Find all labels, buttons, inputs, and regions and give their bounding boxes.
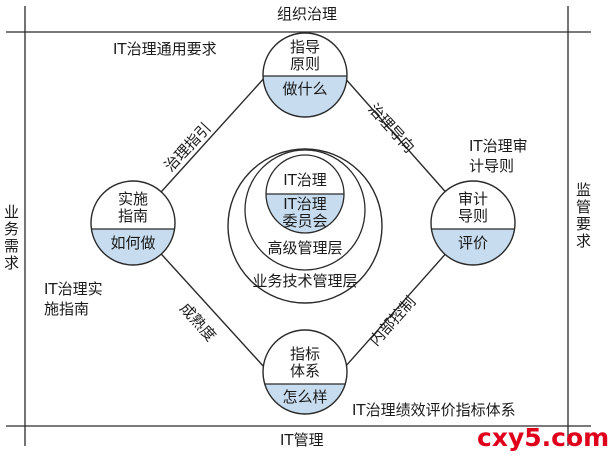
node-left-subtitle: 如何做 bbox=[110, 234, 156, 252]
node-top-title: 指导 原则 bbox=[289, 38, 320, 73]
watermark-text: cxy5.com bbox=[477, 423, 609, 452]
center-senior-label: 高级管理层 bbox=[267, 239, 343, 257]
frame-label-right: 监管要求 bbox=[575, 181, 592, 250]
node-right-subtitle: 评价 bbox=[457, 234, 488, 252]
corner-label-bottom-right: IT治理绩效评价指标体系 bbox=[352, 401, 516, 419]
node-top-subtitle: 做什么 bbox=[282, 80, 328, 98]
frame-label-top: 组织治理 bbox=[274, 6, 341, 23]
center-core-label: IT治理 bbox=[283, 171, 327, 189]
frame-lines bbox=[6, 6, 591, 446]
corner-label-top-right: IT治理审 计导则 bbox=[469, 137, 528, 175]
frame-label-left: 业务需求 bbox=[3, 203, 20, 272]
center-business-label: 业务技术管理层 bbox=[252, 272, 358, 290]
node-bottom-title: 指标 体系 bbox=[289, 345, 320, 380]
node-circle-top bbox=[262, 32, 348, 118]
node-bottom-subtitle: 怎么样 bbox=[282, 388, 328, 406]
corner-label-bottom-left: IT治理实 施指南 bbox=[44, 280, 103, 318]
node-right-title: 审计 导则 bbox=[457, 190, 488, 225]
corner-label-top-left: IT治理通用要求 bbox=[113, 40, 217, 58]
it-governance-diagram bbox=[6, 6, 591, 446]
node-left-title: 实施 指南 bbox=[117, 190, 148, 225]
center-committee-label: IT治理 委员会 bbox=[282, 195, 328, 230]
frame-label-bottom: IT管理 bbox=[280, 431, 324, 449]
center-circles bbox=[227, 148, 383, 304]
